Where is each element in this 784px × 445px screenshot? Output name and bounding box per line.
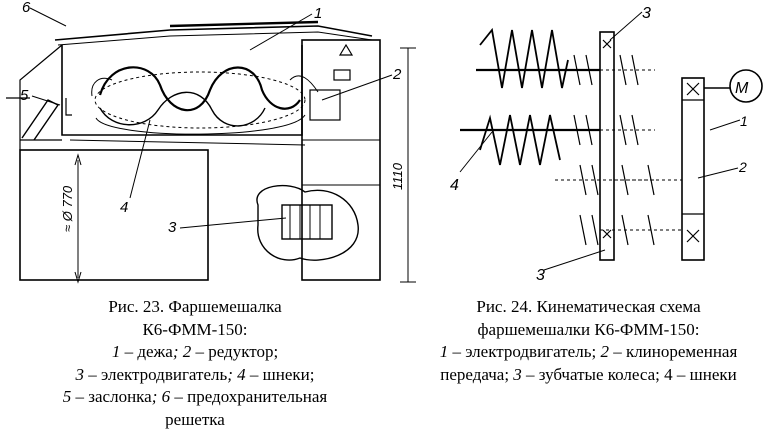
fig24-callout-2: 2 (738, 159, 747, 175)
fig23-legend-line-2: 3 – электродвигатель; 4 – шнеки; (75, 364, 315, 384)
fig24-caption-title: Рис. 24. Кинематическая схема (476, 297, 701, 316)
fig23-caption-model: К6-ФММ-150: (142, 319, 248, 339)
fig24-callout-3-top: 3 (642, 5, 651, 22)
fig24-legend-line-1: 1 – электродвигатель; 2 – клиноременная (439, 342, 738, 361)
fig24-callout-1: 1 (740, 113, 748, 129)
figure-24-drawing: 3 M 1 2 4 3 (440, 0, 784, 292)
fig23-callout-2: 2 (392, 66, 402, 83)
figure-24-caption: Рис. 24. Кинематическая схема фаршемешал… (393, 296, 784, 386)
fig24-motor-label: M (735, 80, 749, 97)
fig24-caption-model: фаршемешалки К6-ФММ-150: (477, 319, 700, 339)
fig24-callout-4: 4 (450, 177, 459, 194)
fig23-legend-line-1: 1 – дежа; 2 – редуктор; (111, 342, 279, 361)
figure-23-caption: Рис. 23. Фаршемешалка К6-ФММ-150: 1 – де… (0, 296, 390, 431)
fig23-callout-5: 5 (20, 87, 29, 104)
kinematic-diagram: 3 M 1 2 4 3 (450, 5, 763, 284)
fig23-dim-height: 1110 (390, 162, 405, 190)
fig23-callout-4: 4 (120, 199, 128, 216)
fig23-legend-line-3: 5 – заслонка; 6 – предохранительная (62, 387, 328, 406)
fig24-legend-line-2: передача; 3 – зубчатые колеса; 4 – шнеки (440, 364, 737, 384)
fig23-callout-6: 6 (22, 0, 31, 16)
fig23-callout-3: 3 (168, 219, 177, 236)
figure-23-drawing: 6 1 2 3 4 5 1110 ≈ Ø 770 (0, 0, 430, 292)
fig23-callout-1: 1 (314, 5, 322, 22)
fig23-dim-diameter: ≈ Ø 770 (60, 185, 75, 232)
fig24-callout-3-bottom: 3 (536, 267, 545, 284)
fig23-legend-line-4: решетка (165, 409, 225, 429)
fig23-caption-title: Рис. 23. Фаршемешалка (108, 297, 282, 316)
mixer-sectional-drawing: 6 1 2 3 4 5 1110 ≈ Ø 770 (6, 0, 416, 284)
